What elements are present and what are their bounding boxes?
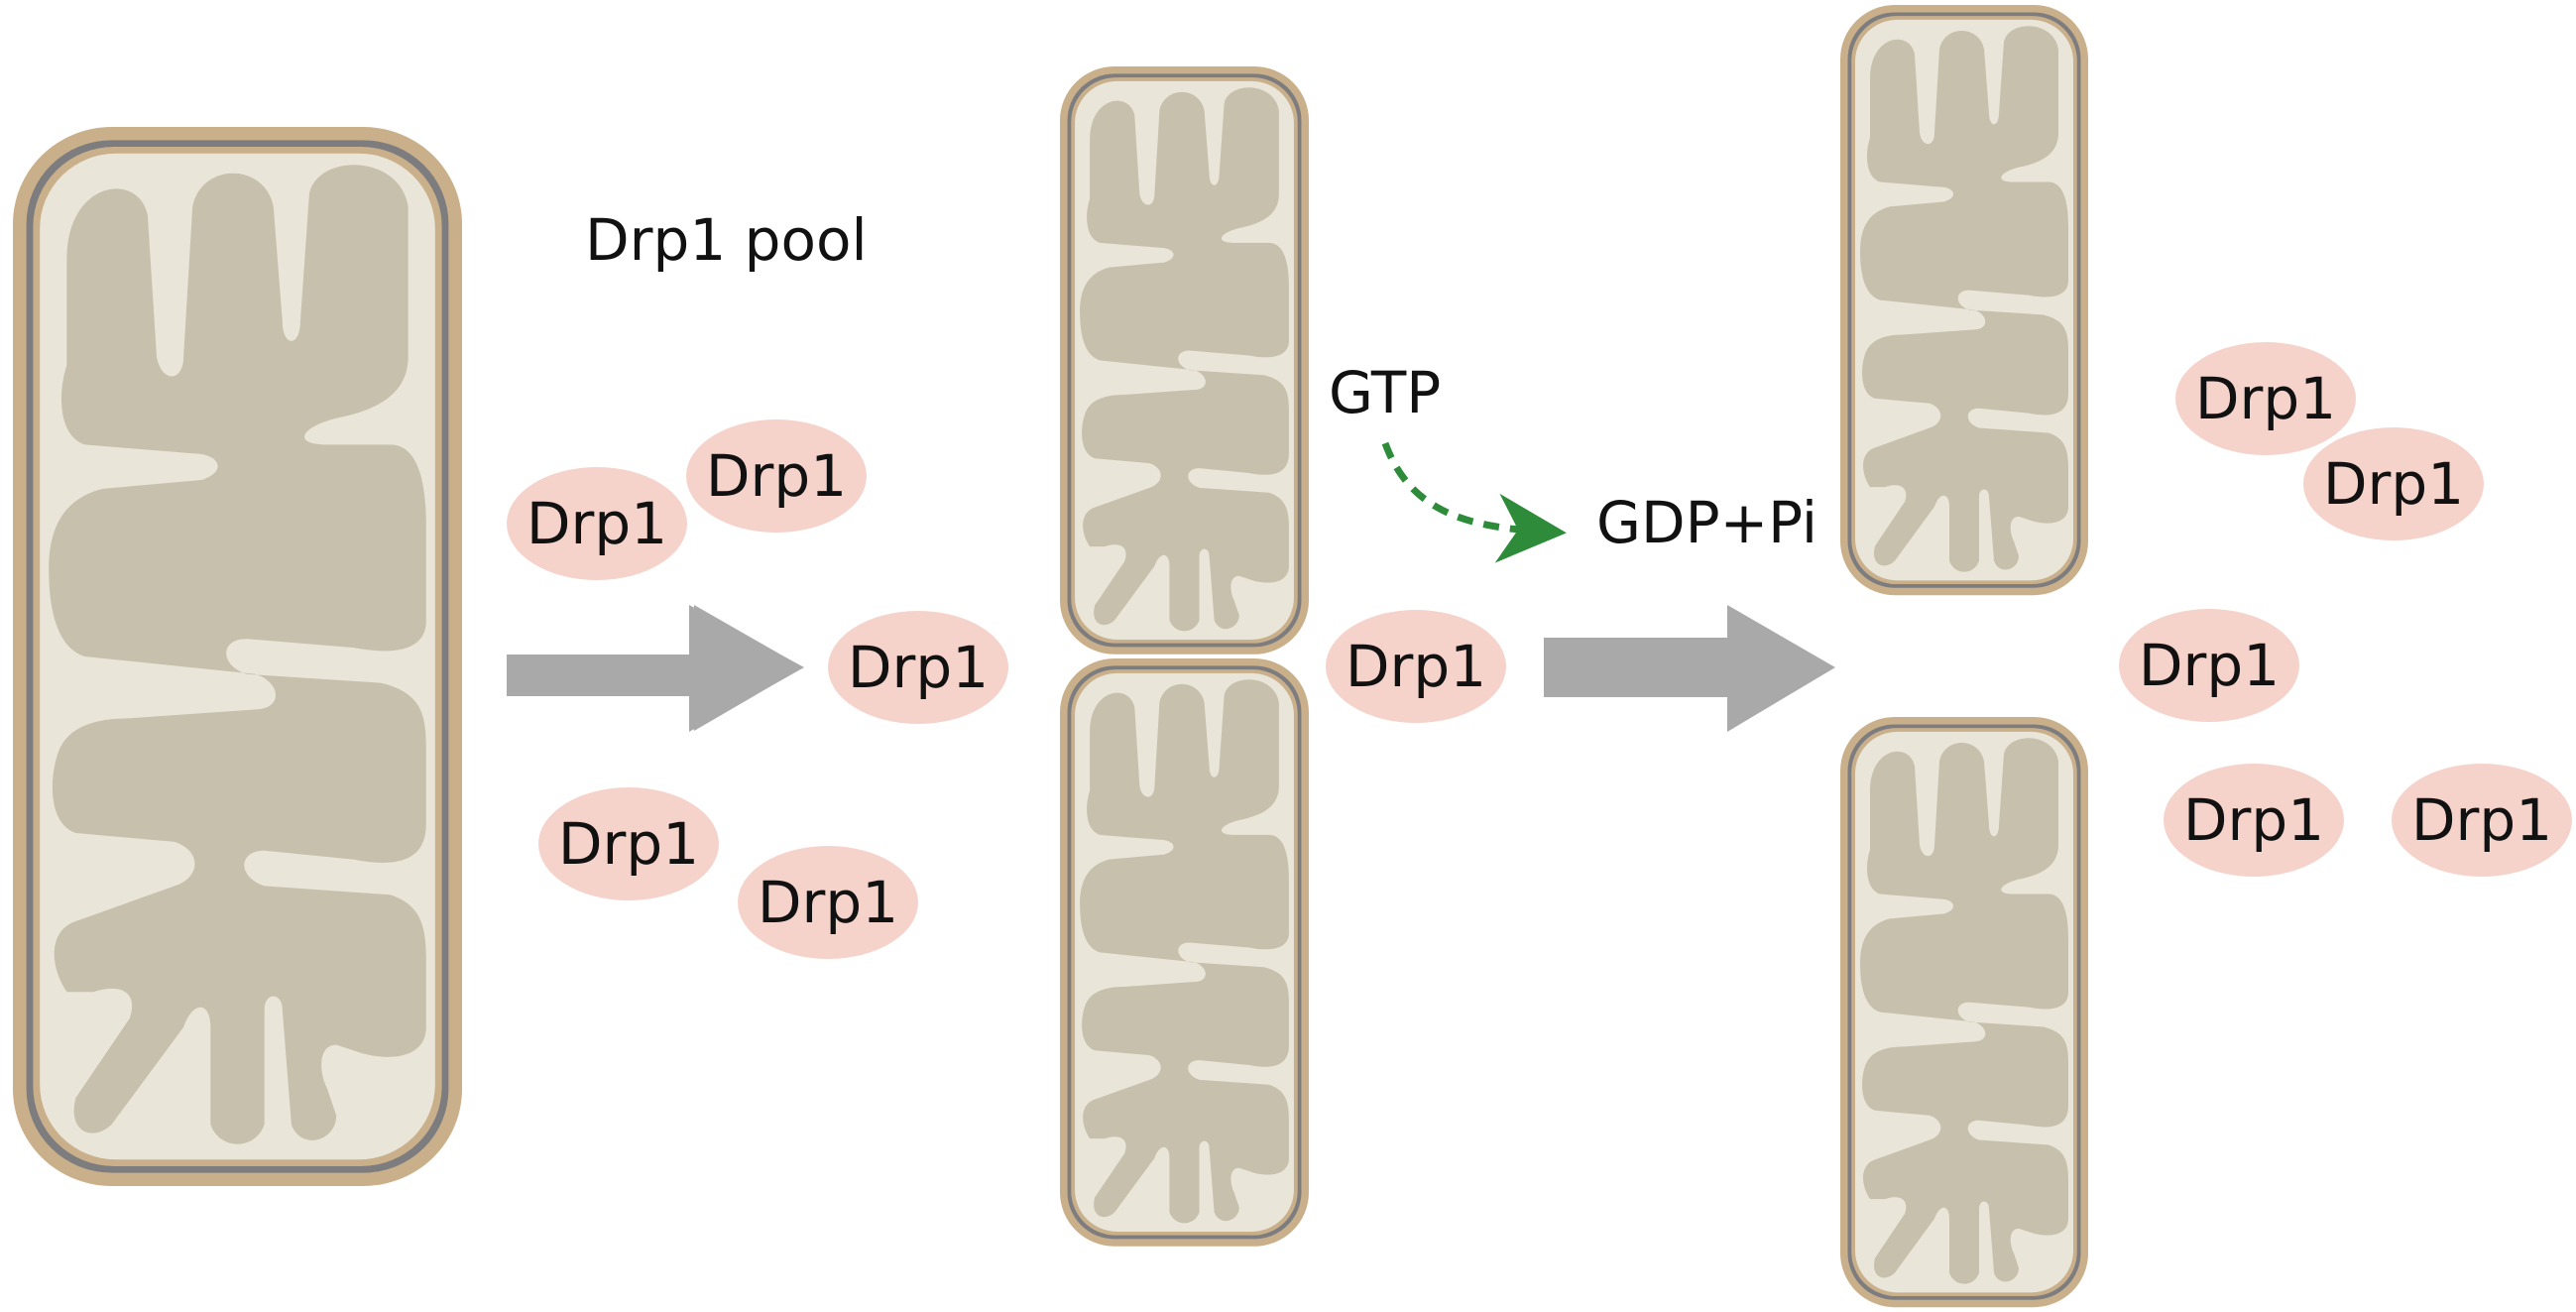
drp1-protein: Drp1: [507, 467, 687, 580]
drp1-protein: Drp1: [2119, 609, 2299, 722]
mitochondrion-daughter-top: [1840, 5, 2088, 595]
svg-text:Drp1: Drp1: [2195, 365, 2336, 432]
released-drp1: Drp1 Drp1 Drp1 Drp1 Drp1: [2119, 342, 2572, 877]
drp1-pool-label: Drp1 pool: [585, 206, 868, 274]
svg-text:Drp1: Drp1: [527, 490, 667, 557]
drp1-protein: Drp1: [538, 787, 719, 900]
svg-text:Drp1: Drp1: [758, 869, 898, 936]
drp1-protein: Drp1: [686, 419, 867, 533]
drp1-protein: Drp1: [738, 846, 918, 959]
mitochondrion-constricting-top: [1060, 66, 1309, 655]
svg-text:Drp1: Drp1: [2411, 786, 2552, 854]
svg-text:Drp1: Drp1: [1346, 633, 1486, 700]
drp1-protein: Drp1: [2175, 342, 2356, 455]
gtp-hydrolysis-arrow: [1381, 441, 1567, 563]
svg-text:Drp1: Drp1: [2139, 632, 2280, 699]
svg-text:Drp1: Drp1: [706, 442, 847, 510]
drp1-pool: Drp1 Drp1 Drp1 Drp1: [507, 419, 918, 959]
mitochondrion-intact: [13, 127, 462, 1186]
svg-text:Drp1: Drp1: [2183, 786, 2324, 854]
drp1-protein: Drp1: [2164, 764, 2344, 877]
svg-text:Drp1: Drp1: [558, 810, 699, 878]
drp1-protein: Drp1: [1326, 610, 1506, 723]
svg-text:Drp1: Drp1: [2323, 450, 2464, 518]
drp1-protein: Drp1: [828, 611, 1008, 724]
gdp-pi-label: GDP+Pi: [1596, 489, 1817, 556]
drp1-protein: Drp1: [2392, 764, 2572, 877]
drp1-protein: Drp1: [2303, 427, 2484, 540]
process-arrow-2: [1544, 605, 1835, 732]
mitochondrion-daughter-bottom: [1840, 717, 2088, 1307]
process-arrow-1-fix: [507, 605, 803, 731]
gtp-label: GTP: [1329, 359, 1441, 426]
mitochondrion-constricting-bottom: [1060, 658, 1309, 1247]
svg-text:Drp1: Drp1: [848, 634, 989, 701]
